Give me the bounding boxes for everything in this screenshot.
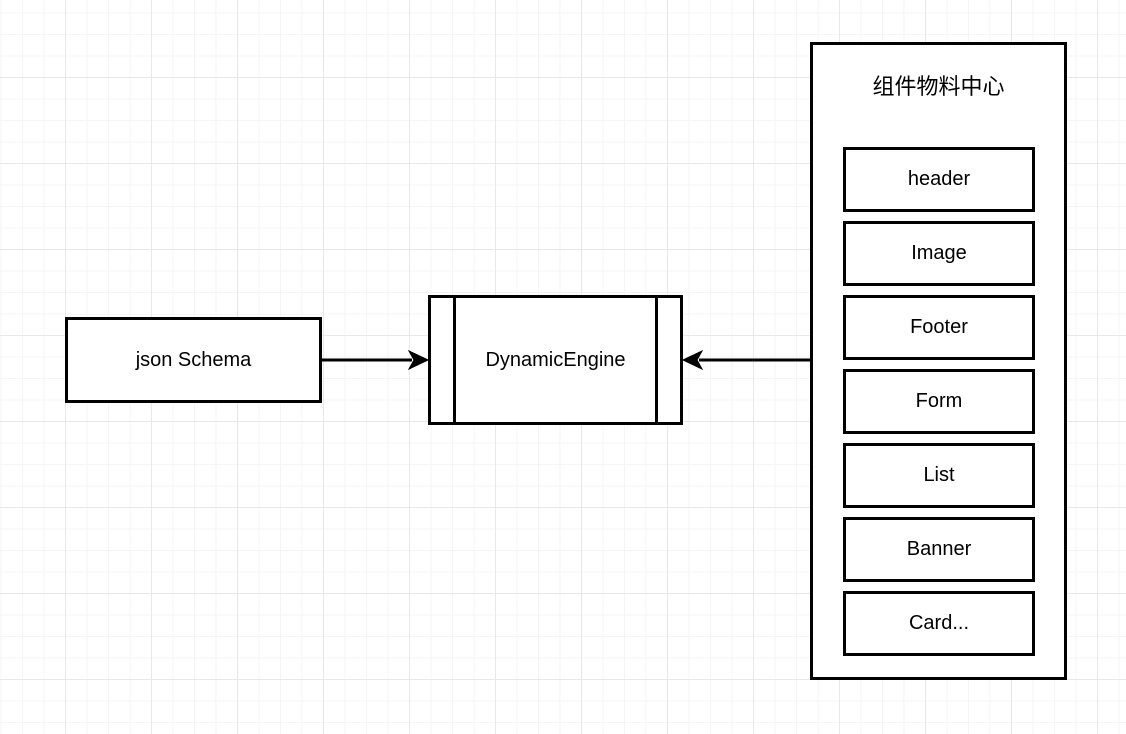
material-center-title: 组件物料中心 bbox=[872, 74, 1005, 99]
component-label: Form bbox=[915, 390, 963, 412]
component-label: Footer bbox=[910, 316, 968, 338]
component-label: Banner bbox=[906, 538, 972, 560]
node-json-schema-label: json Schema bbox=[135, 348, 252, 371]
component-label: Image bbox=[911, 242, 967, 264]
component-box-footer: Footer bbox=[843, 295, 1035, 360]
component-box-image: Image bbox=[843, 221, 1035, 286]
arrow-material-center-to-engine bbox=[681, 349, 810, 371]
component-box-list: List bbox=[843, 443, 1035, 508]
component-label: Card... bbox=[908, 612, 970, 634]
process-left-bar bbox=[453, 298, 456, 422]
node-dynamic-engine-label: DynamicEngine bbox=[485, 348, 626, 371]
process-right-bar bbox=[655, 298, 658, 422]
component-box-form: Form bbox=[843, 369, 1035, 434]
node-dynamic-engine: DynamicEngine bbox=[428, 295, 683, 425]
component-box-card: Card... bbox=[843, 591, 1035, 656]
component-label: header bbox=[907, 168, 971, 190]
arrow-json-schema-to-engine bbox=[322, 349, 430, 371]
component-list: header Image Footer Form List Banner Car… bbox=[843, 147, 1035, 656]
node-material-center: 组件物料中心 header Image Footer Form List Ban… bbox=[810, 42, 1067, 680]
component-box-banner: Banner bbox=[843, 517, 1035, 582]
component-label: List bbox=[923, 464, 955, 486]
node-json-schema: json Schema bbox=[65, 317, 322, 403]
component-box-header: header bbox=[843, 147, 1035, 212]
